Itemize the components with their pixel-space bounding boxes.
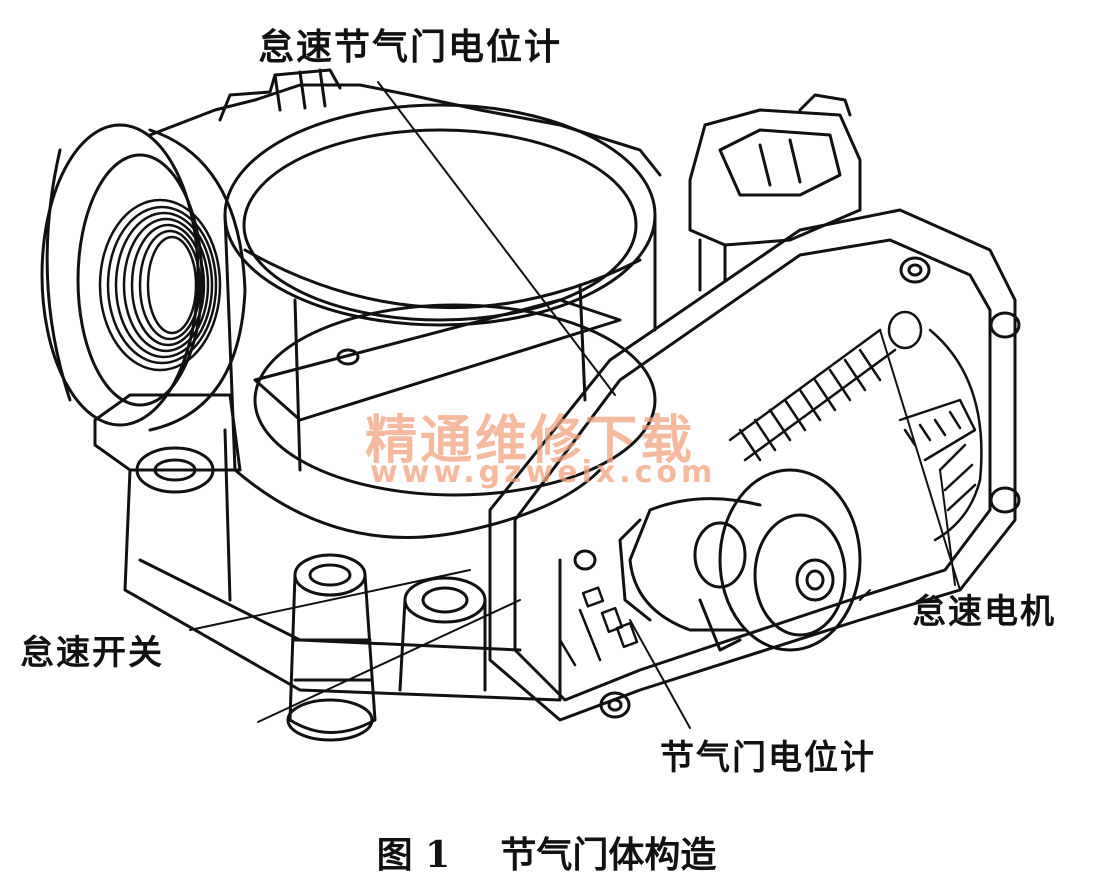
wiring-connector bbox=[688, 93, 862, 292]
idle-motor-worm-gear bbox=[728, 310, 983, 542]
label-throttle-potentiometer: 节气门电位计 bbox=[660, 738, 876, 778]
leader-lines bbox=[189, 81, 961, 729]
figure-caption: 图 1 节气门体构造 bbox=[376, 834, 717, 876]
leader-idle-tps bbox=[377, 81, 616, 396]
throttle-bore bbox=[223, 103, 657, 539]
label-idle-switch: 怠速开关 bbox=[20, 633, 164, 673]
actuator-side-plate bbox=[488, 208, 1021, 722]
return-spring-coil bbox=[98, 198, 222, 372]
idle-switch-assembly bbox=[558, 586, 639, 667]
label-idle-throttle-potentiometer: 怠速节气门电位计 bbox=[258, 27, 563, 68]
label-idle-motor: 怠速电机 bbox=[912, 592, 1056, 632]
coolant-nipples bbox=[286, 553, 487, 742]
cable-pulley bbox=[40, 123, 247, 432]
leader-idle-motor bbox=[879, 329, 961, 591]
throttle-plate bbox=[253, 283, 657, 497]
watermark-text: 精通维修下载 bbox=[365, 410, 696, 471]
watermark-url: www.gzweix.com bbox=[370, 455, 717, 490]
leader-idle-switch bbox=[189, 569, 521, 723]
potentiometer-cylinder bbox=[618, 468, 862, 652]
leader-tps bbox=[629, 619, 691, 729]
